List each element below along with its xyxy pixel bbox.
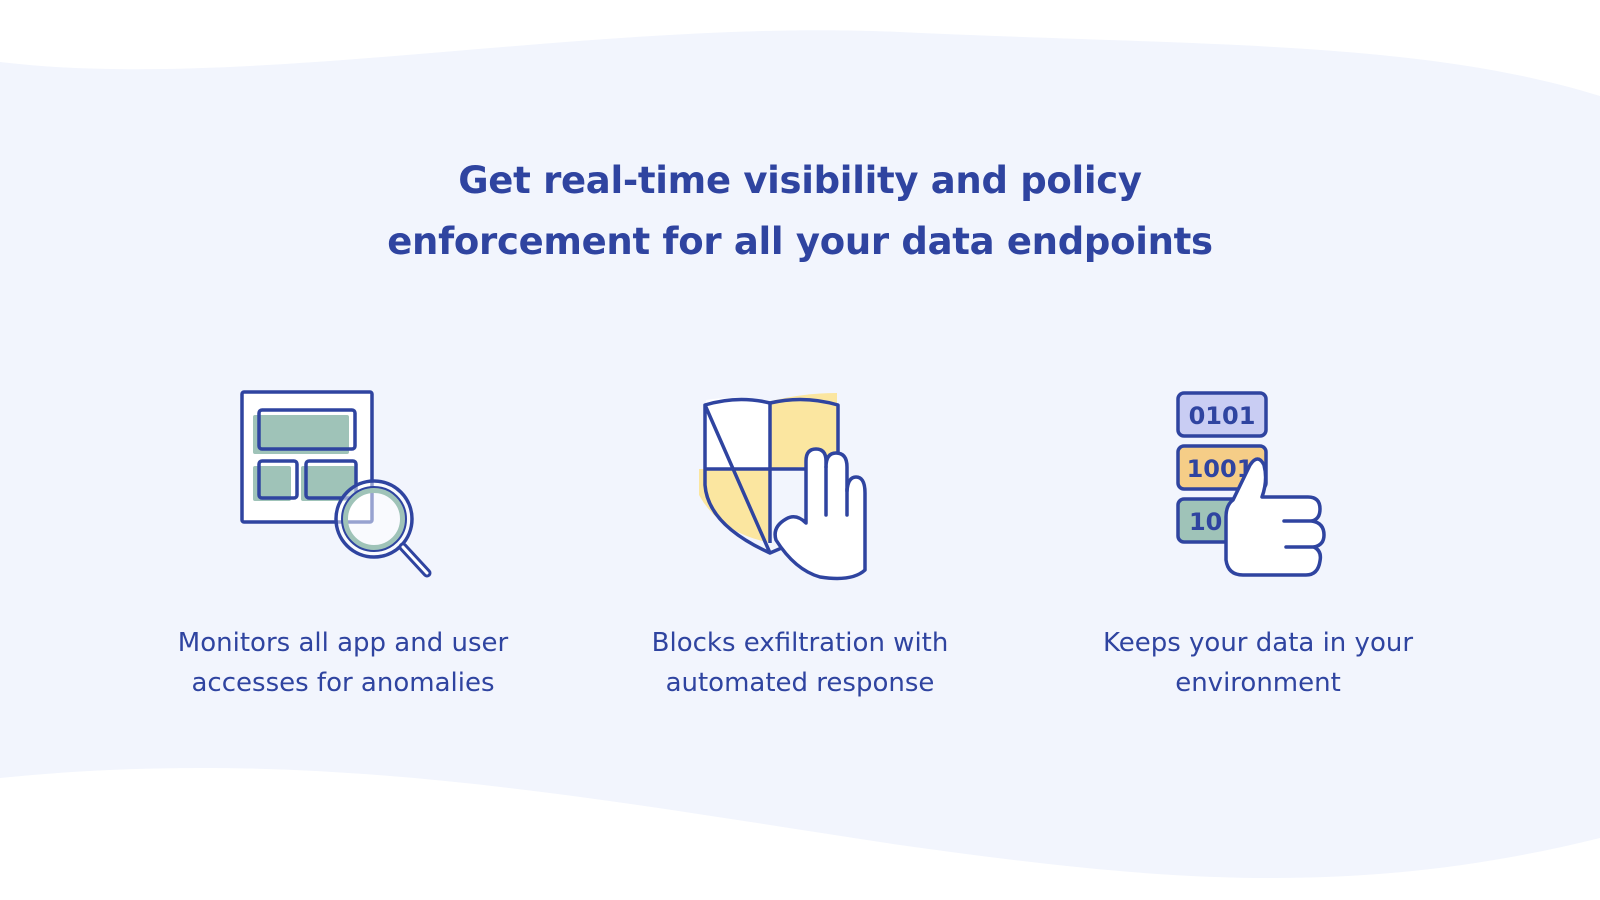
- feature-caption-line-2: automated response: [665, 668, 935, 698]
- feature-caption: Monitors all app and user accesses for a…: [133, 623, 553, 703]
- feature-block: Blocks exfiltration with automated respo…: [590, 385, 1010, 715]
- feature-keep: 0101 1001 101 Keeps your data in your en…: [1048, 385, 1468, 715]
- feature-monitor: Monitors all app and user accesses for a…: [133, 385, 553, 715]
- feature-caption: Blocks exfiltration with automated respo…: [590, 623, 1010, 703]
- dashboard-magnifier-icon: [240, 390, 432, 578]
- feature-caption-line-1: Blocks exfiltration with: [651, 628, 949, 658]
- feature-caption-line-1: Keeps your data in your: [1102, 628, 1414, 658]
- headline-line-2: enforcement for all your data endpoints: [387, 220, 1213, 263]
- feature-caption-line-2: environment: [1175, 668, 1341, 698]
- headline-line-1: Get real-time visibility and policy: [458, 159, 1142, 202]
- binary-block-0101: 0101: [1189, 402, 1256, 430]
- feature-caption-line-1: Monitors all app and user: [177, 628, 509, 658]
- page-headline: Get real-time visibility and policy enfo…: [300, 150, 1300, 272]
- shield-hand-icon: [699, 393, 867, 581]
- binary-thumbs-up-icon: 0101 1001 101: [1176, 391, 1326, 577]
- feature-caption-line-2: accesses for anomalies: [191, 668, 495, 698]
- feature-caption: Keeps your data in your environment: [1048, 623, 1468, 703]
